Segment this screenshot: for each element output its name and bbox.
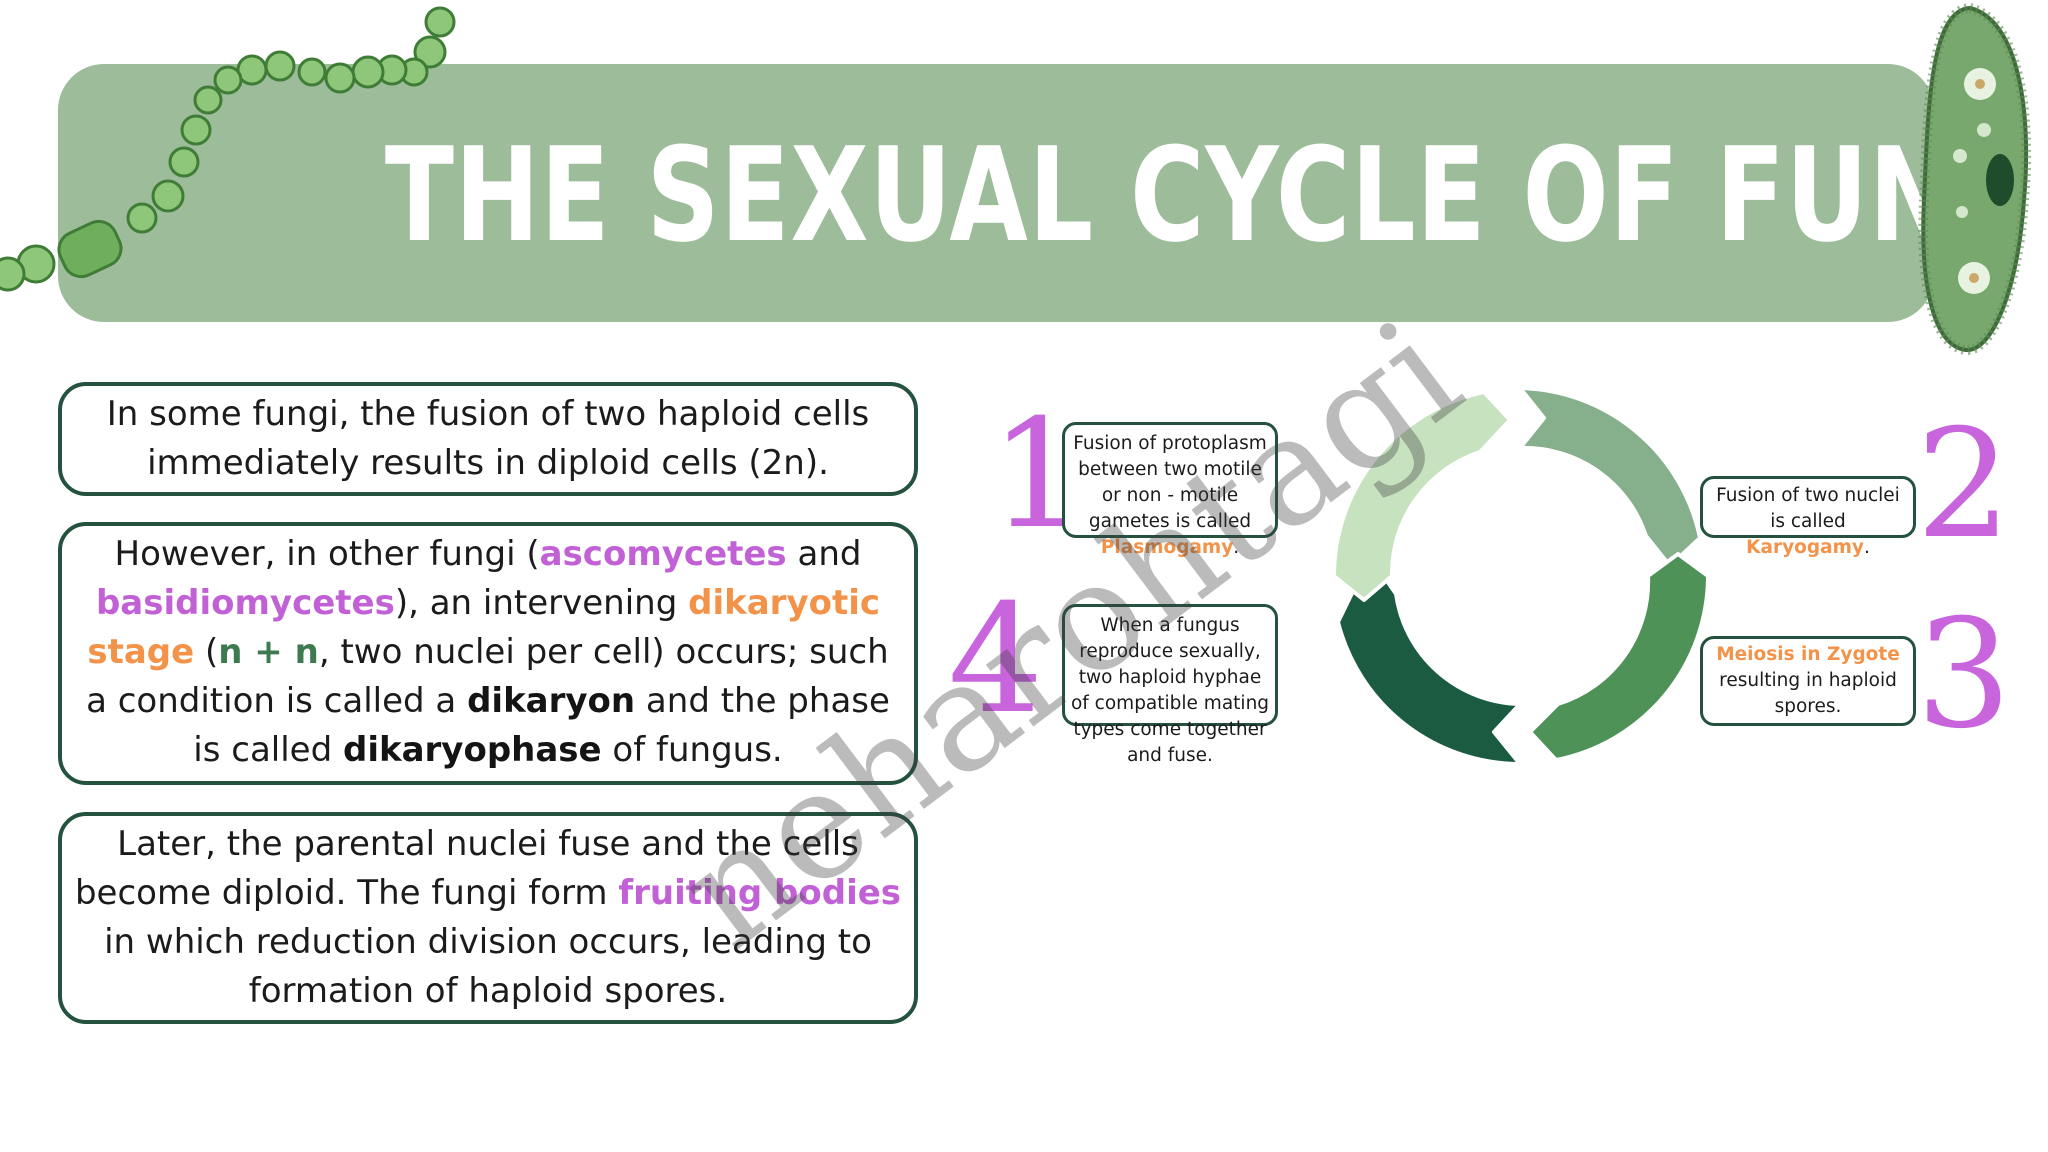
- card-text: (: [194, 632, 219, 672]
- info-card-fruiting: Later, the parental nuclei fuse and the …: [58, 812, 918, 1024]
- highlight-dikaryotic-stage: dikaryotic stage: [87, 583, 881, 672]
- card-text: and: [786, 534, 862, 574]
- ring-segment-top-right: [1518, 386, 1702, 568]
- step-box-karyogamy: Fusion of two nuclei is called Karyogamy…: [1700, 476, 1916, 558]
- step-number-4: 4: [948, 573, 1044, 747]
- step-text: Fusion of two nuclei is called: [1716, 485, 1900, 532]
- step-number-2: 2: [1916, 398, 2012, 572]
- card-text: ), an intervening: [394, 583, 689, 623]
- step-text: When a fungus reproduce sexually, two ha…: [1070, 615, 1270, 766]
- paramecium-icon: [1918, 2, 2032, 355]
- card-text: of fungus.: [601, 730, 783, 770]
- page-title: THE SEXUAL CYCLE OF FUNGI: [384, 119, 2048, 271]
- card-text: Later, the parental nuclei fuse and the …: [74, 824, 859, 913]
- step-text: Fusion of protoplasm between two motile …: [1073, 433, 1267, 532]
- term-meiosis-in-zygote: Meiosis in Zygote: [1716, 644, 1900, 665]
- card-text: However, in other fungi (: [114, 534, 540, 574]
- step-box-hyphae-fusion: When a fungus reproduce sexually, two ha…: [1062, 604, 1278, 766]
- card-text: In some fungi, the fusion of two haploid…: [106, 394, 870, 483]
- step-box-plasmogamy: Fusion of protoplasm between two motile …: [1062, 422, 1278, 558]
- cycle-ring: [1332, 386, 1710, 766]
- step-text-end: .: [1233, 537, 1240, 558]
- ring-segment-bottom-right: [1528, 552, 1710, 762]
- highlight-n-plus-n: n + n: [218, 632, 319, 672]
- highlight-ascomycetes: ascomycetes: [539, 534, 787, 574]
- highlight-basidiomycetes: basidiomycetes: [95, 583, 395, 623]
- highlight-fruiting-bodies: fruiting bodies: [618, 873, 902, 913]
- card-text: , two nuclei per cell) occurs; such a co…: [86, 632, 889, 721]
- ring-segment-top-left: [1332, 390, 1512, 602]
- term-plasmogamy: Plasmogamy: [1100, 537, 1234, 558]
- step-box-meiosis: Meiosis in Zygote resulting in haploid s…: [1700, 636, 1916, 726]
- info-card-dikaryon: However, in other fungi (ascomycetes and…: [58, 522, 918, 785]
- info-card-fusion: In some fungi, the fusion of two haploid…: [58, 382, 918, 496]
- term-dikaryon: dikaryon: [467, 681, 636, 721]
- title-banner: [58, 64, 1934, 322]
- step-number-3: 3: [1916, 588, 2012, 762]
- term-karyogamy: Karyogamy: [1746, 537, 1864, 558]
- term-dikaryophase: dikaryophase: [342, 730, 602, 770]
- card-text: and the phase is called: [193, 681, 890, 770]
- algae-filament-icon: [0, 6, 456, 292]
- step-text-end: .: [1863, 537, 1870, 558]
- card-text: in which reduction division occurs, lead…: [104, 922, 872, 1011]
- step-text: resulting in haploid spores.: [1719, 670, 1897, 717]
